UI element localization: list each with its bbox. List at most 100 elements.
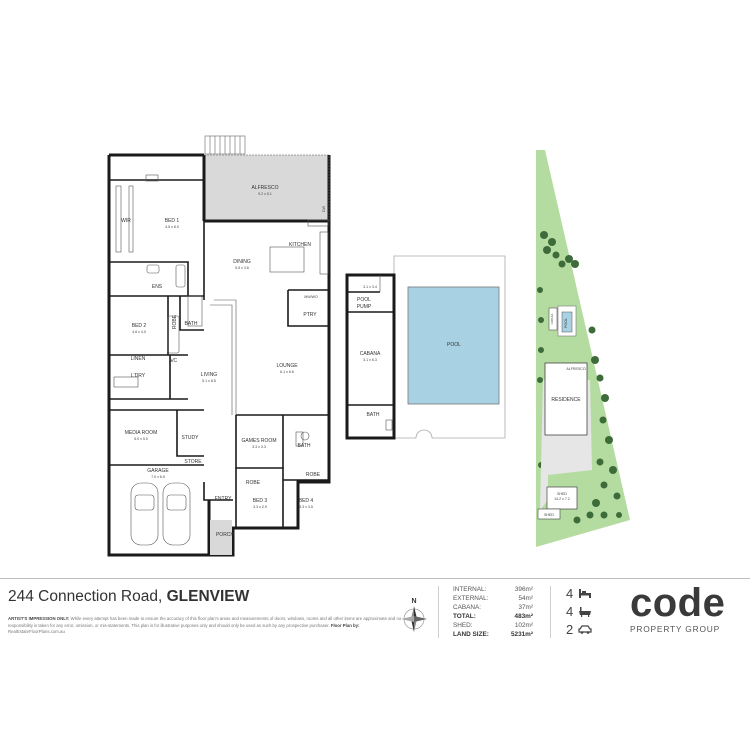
stat-internal: INTERNAL:396m² xyxy=(453,586,533,593)
credit-text: RealEstateFloorPlans.com.au xyxy=(8,629,65,635)
credit-label: Floor Plan by: xyxy=(330,622,360,628)
dims-dining: 5.5 x 3.6 xyxy=(235,266,249,270)
dims-bed2: 4.6 x 4.0 xyxy=(132,330,146,334)
label-bed1: BED 1 xyxy=(165,218,180,224)
interior-walls xyxy=(109,179,329,528)
label-ptry: PTRY xyxy=(303,312,317,318)
site-pool xyxy=(561,311,573,333)
label-cabana-bath: BATH xyxy=(367,412,380,418)
label-lounge: LOUNGE xyxy=(276,363,298,369)
stats-divider-left xyxy=(438,586,439,638)
feature-cars: 2 xyxy=(566,620,608,638)
brand-name: code xyxy=(630,581,726,625)
label-bath2: BATH xyxy=(298,443,311,449)
address-suburb: GLENVIEW xyxy=(166,588,250,605)
agency-logo: code PROPERTY GROUP xyxy=(630,581,742,634)
label-games: GAMES ROOM xyxy=(241,438,276,444)
label-bed3: BED 3 xyxy=(253,498,268,504)
dims-media: 5.0 x 5.0 xyxy=(134,437,148,441)
house-room-labels: ALFRESCO 9.2 x 5.1 BED 1 4.5 x 6.0 WIR E… xyxy=(121,185,326,538)
dims-bed3: 3.3 x 2.9 xyxy=(253,505,267,509)
property-address: 244 Connection Road, GLENVIEW xyxy=(8,588,249,606)
beds-count: 4 xyxy=(566,585,574,601)
stat-shed: SHED:102m² xyxy=(453,622,533,629)
label-store: STORE xyxy=(184,459,202,465)
label-robe4: ROBE xyxy=(306,472,321,478)
porch-floor xyxy=(210,520,232,555)
brand-subtitle: PROPERTY GROUP xyxy=(630,624,721,634)
feature-icons: 4 4 2 xyxy=(566,584,608,638)
label-kitchen: KITCHEN xyxy=(289,242,311,248)
dims-bed1: 4.5 x 6.0 xyxy=(165,225,179,229)
label-dining: DINING xyxy=(233,259,251,265)
site-residence xyxy=(544,362,588,436)
label-alfresco: ALFRESCO xyxy=(252,185,279,191)
label-study: STUDY xyxy=(182,435,200,441)
alfresco-deck xyxy=(204,155,329,221)
site-label-alfresco: ALFRESCO xyxy=(566,367,586,371)
label-robe3: ROBE xyxy=(246,480,261,486)
fixtures xyxy=(113,174,329,447)
label-robe: ROBE xyxy=(172,314,178,329)
label-garage: GARAGE xyxy=(147,468,169,474)
address-street: 244 Connection Road, xyxy=(8,588,163,605)
cars-count: 2 xyxy=(566,621,574,637)
label-ens: ENS xyxy=(152,284,163,290)
floor-plan-drawing: ALFRESCO 9.2 x 5.1 BED 1 4.5 x 6.0 WIR E… xyxy=(107,135,630,557)
site-trees xyxy=(537,231,622,524)
feature-beds: 4 xyxy=(566,584,608,602)
site-plan: ALFRESCO RESIDENCE POOL CABANA SHED 14.2… xyxy=(536,150,630,547)
stat-total: TOTAL:483m² xyxy=(453,613,533,620)
label-dw: DW xyxy=(322,205,326,212)
pool-water xyxy=(407,286,500,405)
dims-garage: 7.0 x 6.5 xyxy=(151,475,165,479)
label-porch: PORCH xyxy=(216,532,234,538)
site-shed xyxy=(546,486,578,510)
footer-divider xyxy=(0,578,750,579)
site-label-shed-2: SHED xyxy=(544,513,554,517)
label-pool-pump-1: POOL xyxy=(357,297,371,303)
bed-icon xyxy=(579,588,591,598)
label-bed4: BED 4 xyxy=(299,498,314,504)
dims-cabana: 3.1 x 6.3 xyxy=(363,358,377,362)
label-living: LIVING xyxy=(201,372,218,378)
stats-divider-right xyxy=(550,586,551,638)
stairs xyxy=(204,135,246,155)
label-ldry: L'DRY xyxy=(131,373,146,379)
site-label-pool: POOL xyxy=(564,318,568,328)
car-icon xyxy=(578,624,592,634)
site-label-residence: RESIDENCE xyxy=(551,397,581,403)
label-ac: A/C xyxy=(169,358,178,364)
compass-icon: N xyxy=(401,598,427,632)
site-dims-shed: 14.2 x 7.2 xyxy=(554,497,570,501)
site-shed-2 xyxy=(537,508,561,520)
site-label-cabana: CABANA xyxy=(550,313,554,324)
label-linen: LINEN xyxy=(131,356,146,362)
site-label-shed: SHED xyxy=(557,492,567,496)
dims-living: 5.1 x 8.5 xyxy=(202,379,216,383)
label-bed2: BED 2 xyxy=(132,323,147,329)
disclaimer-label: ARTIST'S IMPRESSION ONLY: xyxy=(8,616,70,621)
feature-baths: 4 xyxy=(566,602,608,620)
baths-count: 4 xyxy=(566,603,574,619)
compass-north: N xyxy=(411,598,416,605)
stat-cabana: CABANA:37m² xyxy=(453,604,533,611)
dims-games: 3.3 x 3.3 xyxy=(252,445,266,449)
label-wir: WIR xyxy=(121,218,131,224)
bath-icon xyxy=(579,606,591,617)
dims-lounge: 6.1 x 6.6 xyxy=(280,370,294,374)
label-pool-pump-2: PUMP xyxy=(357,304,372,310)
disclaimer-text: While every attempt has been made to ens… xyxy=(8,616,402,628)
label-bath: BATH xyxy=(185,321,198,327)
stat-external: EXTERNAL:54m² xyxy=(453,595,533,602)
cabana: 3.1 x 3.4 POOL PUMP CABANA 3.1 x 6.3 BAT… xyxy=(345,273,396,440)
label-media: MEDIA ROOM xyxy=(125,430,158,436)
label-mw: MW/WO xyxy=(304,295,318,299)
garage-cars xyxy=(130,482,191,546)
pool-area: POOL xyxy=(393,255,506,439)
dims-cabana-top: 3.1 x 3.4 xyxy=(363,285,377,289)
label-cabana: CABANA xyxy=(360,351,381,357)
deck-rail xyxy=(204,154,330,221)
dims-bed4: 3.3 x 3.5 xyxy=(299,505,313,509)
